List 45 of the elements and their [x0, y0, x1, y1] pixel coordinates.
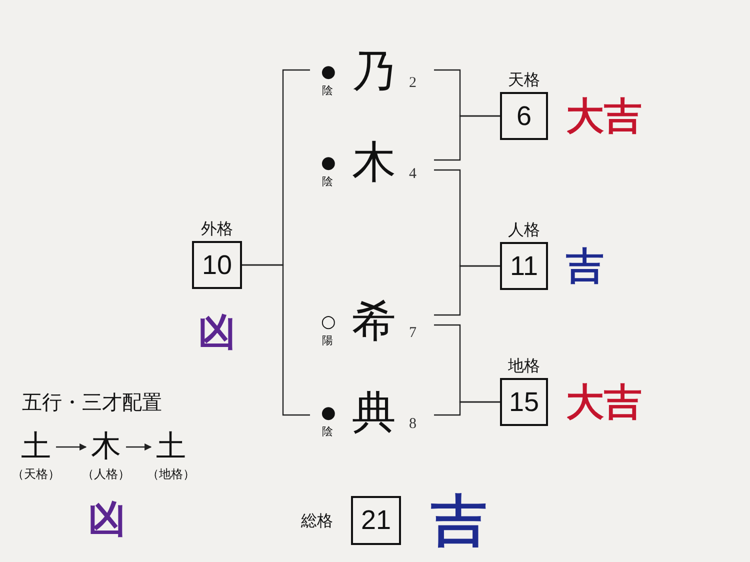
circle-mark-icon: ● — [321, 405, 336, 422]
section-title: 五行・三才配置 — [22, 392, 162, 412]
name-character: 木 — [352, 141, 396, 185]
name-character: 乃 — [352, 50, 396, 94]
arrow — [126, 443, 152, 451]
stroke-count: 7 — [409, 326, 416, 341]
yin-yang-label: 陰 — [322, 85, 333, 96]
category-label: 総格 — [301, 512, 333, 528]
bracket-line — [434, 401, 500, 416]
category-caption: （地格） — [147, 468, 195, 480]
fortune-label: 凶 — [88, 500, 126, 538]
circle-mark-icon: ● — [321, 155, 336, 172]
stroke-count: 8 — [409, 417, 416, 432]
stroke-count: 4 — [409, 167, 416, 182]
category-caption: （天格） — [12, 468, 60, 480]
score-number: 11 — [510, 252, 538, 280]
arrow — [56, 443, 87, 451]
element-character: 土 — [16, 432, 56, 462]
name-character: 典 — [352, 391, 396, 435]
bracket-line — [434, 115, 500, 161]
category-label: 外格 — [201, 221, 233, 237]
category-label: 天格 — [508, 72, 540, 88]
yin-yang-label: 陽 — [322, 335, 333, 346]
name-character: 希 — [352, 300, 396, 344]
fortune-label: 大吉 — [566, 97, 642, 135]
bracket-line — [242, 264, 310, 416]
stroke-count: 2 — [409, 76, 416, 91]
fortune-label: 吉 — [566, 247, 604, 285]
score-number: 10 — [202, 252, 232, 278]
bracket-line — [434, 265, 500, 316]
category-caption: （人格） — [82, 468, 130, 480]
score-number: 6 — [516, 102, 532, 130]
circle-mark-icon: ○ — [321, 314, 336, 331]
category-label: 地格 — [508, 358, 540, 374]
circle-mark-icon: ● — [321, 64, 336, 81]
element-character: 木 — [86, 432, 126, 462]
score-number: 21 — [360, 507, 392, 534]
fortune-label: 吉 — [431, 492, 487, 548]
category-label: 人格 — [508, 222, 540, 238]
yin-yang-label: 陰 — [322, 426, 333, 437]
fortune-label: 大吉 — [566, 383, 642, 421]
score-number: 15 — [508, 388, 540, 416]
yin-yang-label: 陰 — [322, 176, 333, 187]
fortune-label: 凶 — [198, 313, 236, 351]
element-character: 土 — [151, 432, 191, 462]
